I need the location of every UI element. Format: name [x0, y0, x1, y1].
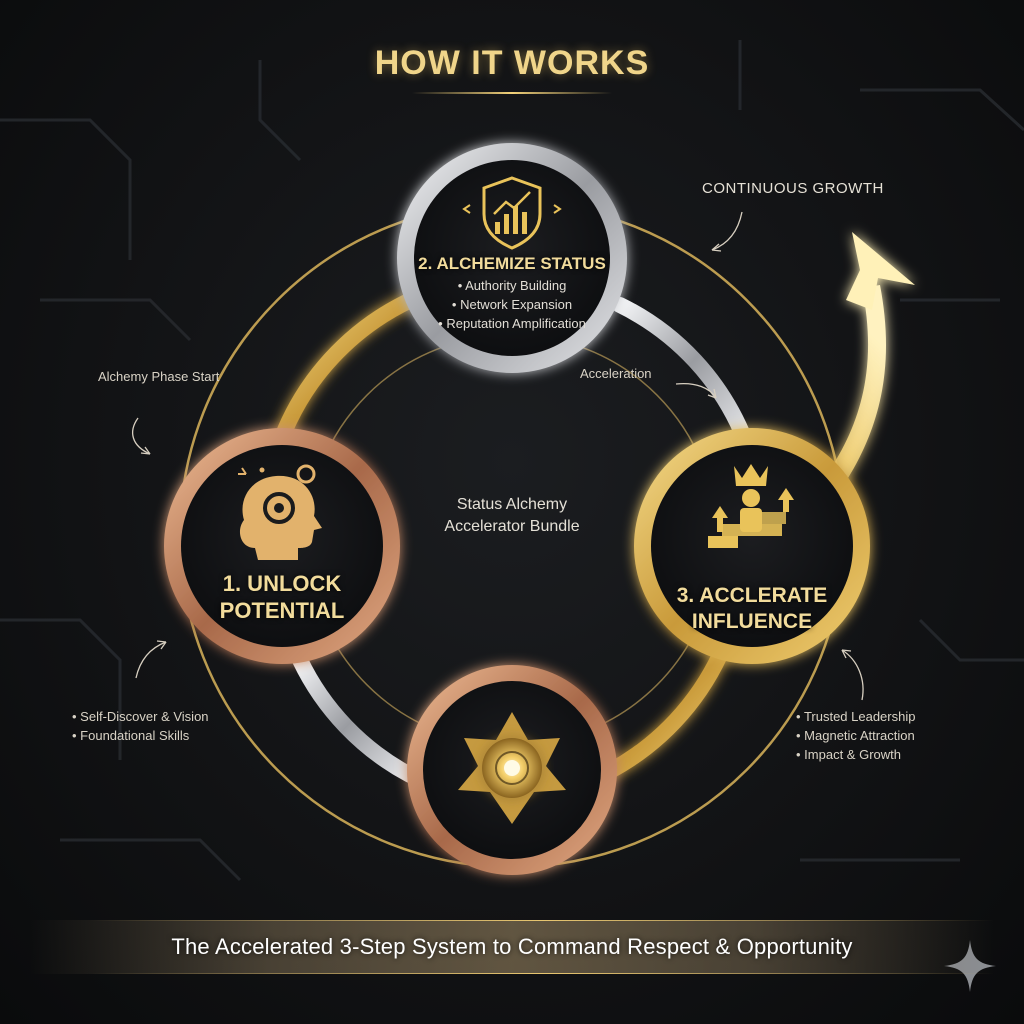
step2-point: Reputation Amplification	[412, 314, 612, 333]
arc-bottom-to-step1	[292, 652, 418, 783]
banner-text: The Accelerated 3-Step System to Command…	[171, 934, 853, 959]
banner-bottom-rule	[90, 973, 994, 974]
title-underline	[412, 92, 612, 94]
step2-points: Authority Building Network Expansion Rep…	[412, 276, 612, 333]
step1-title-line2: POTENTIAL	[219, 598, 345, 623]
acceleration-label: Acceleration	[580, 366, 652, 381]
center-line-1: Status Alchemy	[456, 496, 568, 513]
step3-point: Magnetic Attraction	[796, 726, 915, 745]
step3-points: Trusted Leadership Magnetic Attraction I…	[796, 707, 916, 764]
step3-point: Impact & Growth	[796, 745, 915, 764]
circuit-pattern	[0, 40, 1024, 882]
continuous-growth-label: CONTINUOUS GROWTH	[702, 180, 884, 197]
crown-stairs-icon	[708, 464, 794, 548]
arc-step1-to-step2	[277, 284, 438, 438]
step3-node	[634, 428, 870, 664]
step1-title: 1. UNLOCK POTENTIAL	[182, 570, 382, 624]
star-vortex-icon	[458, 712, 566, 824]
banner-top-rule	[90, 920, 994, 921]
center-line-2: Accelerator Bundle	[444, 518, 580, 535]
step1-points: Self-Discover & Vision Foundational Skil…	[72, 707, 209, 745]
center-bundle-label: Status Alchemy Accelerator Bundle	[412, 494, 612, 538]
bottom-banner: The Accelerated 3-Step System to Command…	[30, 920, 994, 974]
alchemy-phase-start-label: Alchemy Phase Start	[98, 369, 220, 384]
step3-point: Trusted Leadership	[796, 707, 916, 726]
head-gears-icon	[238, 464, 322, 560]
page-title: HOW IT WORKS	[374, 44, 650, 82]
step1-point: Foundational Skills	[72, 726, 209, 745]
step3-title-line2: INFLUENCE	[691, 610, 813, 633]
step2-title: 2. ALCHEMIZE STATUS	[418, 254, 606, 273]
step1-title-line1: 1. UNLOCK	[222, 571, 342, 596]
arc-step2-to-step3	[612, 297, 753, 448]
arc-step3-to-bottom	[604, 647, 728, 778]
step1-point: Self-Discover & Vision	[72, 707, 208, 726]
annotation-arrows	[132, 211, 864, 701]
step3-title: 3. ACCLERATE INFLUENCE	[652, 583, 852, 635]
step2-point: Authority Building	[412, 276, 612, 295]
step2-point: Network Expansion	[412, 295, 612, 314]
step3-title-line1: 3. ACCLERATE	[676, 584, 828, 607]
shield-chart-icon	[462, 176, 562, 250]
